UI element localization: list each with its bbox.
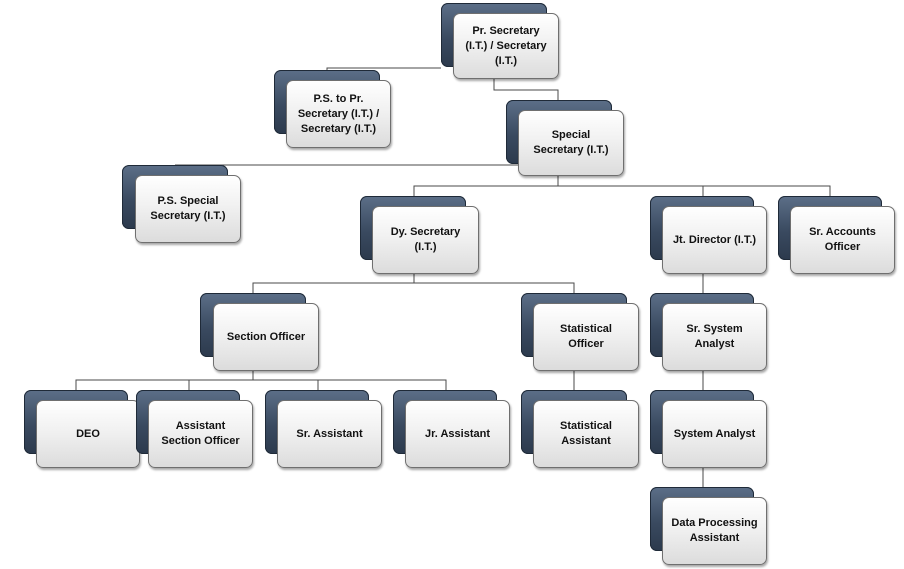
node-label: System Analyst: [673, 427, 756, 440]
node-label: Special Secretary (I.T.): [533, 129, 609, 156]
node-label: DEO: [76, 427, 100, 440]
node-label: Sr. Accounts Officer: [809, 226, 876, 253]
node-label: Dy. Secretary (I.T.): [390, 226, 461, 253]
node-label: Statistical Officer: [560, 323, 612, 350]
card-box: System Analyst: [662, 400, 767, 468]
connector-line: [188, 379, 253, 390]
card-box: Sr. Assistant: [277, 400, 382, 468]
connector-line: [318, 379, 447, 390]
connector-line: [253, 379, 319, 390]
card-box: P.S. Special Secretary (I.T.): [135, 175, 241, 243]
node-label: Data Processing Assistant: [671, 517, 758, 544]
node-label: P.S. Special Secretary (I.T.): [150, 195, 226, 222]
card-box: Jt. Director (I.T.): [662, 206, 767, 274]
node-label: Statistical Assistant: [560, 420, 612, 447]
card-box: Dy. Secretary (I.T.): [372, 206, 479, 274]
node-label: Pr. Secretary (I.T.) / Secretary (I.T.): [465, 24, 547, 67]
card-box: DEO: [36, 400, 140, 468]
connector-line: [75, 371, 254, 390]
node-label: Jt. Director (I.T.): [672, 233, 757, 246]
node-label: Section Officer: [226, 330, 306, 343]
card-box: Special Secretary (I.T.): [518, 110, 624, 176]
card-box: Pr. Secretary (I.T.) / Secretary (I.T.): [453, 13, 559, 79]
card-box: Statistical Assistant: [533, 400, 639, 468]
card-box: Jr. Assistant: [405, 400, 510, 468]
connector-line: [703, 185, 831, 196]
node-label: Sr. Assistant: [296, 427, 363, 440]
card-box: Assistant Section Officer: [148, 400, 253, 468]
connector-line: [413, 176, 559, 196]
card-box: Data Processing Assistant: [662, 497, 767, 565]
card-box: Sr. System Analyst: [662, 303, 767, 371]
node-label: P.S. to Pr. Secretary (I.T.) / Secretary…: [297, 92, 380, 135]
connector-line: [558, 185, 704, 196]
connector-line: [252, 274, 415, 293]
card-box: Statistical Officer: [533, 303, 639, 371]
card-box: P.S. to Pr. Secretary (I.T.) / Secretary…: [286, 80, 391, 148]
node-label: Sr. System Analyst: [686, 323, 743, 350]
node-label: Jr. Assistant: [424, 427, 490, 440]
node-label: Assistant Section Officer: [161, 420, 240, 447]
card-box: Sr. Accounts Officer: [790, 206, 895, 274]
connector-line: [493, 79, 559, 100]
card-box: Section Officer: [213, 303, 319, 371]
connector-line: [414, 282, 575, 293]
connector-line: [326, 67, 441, 70]
